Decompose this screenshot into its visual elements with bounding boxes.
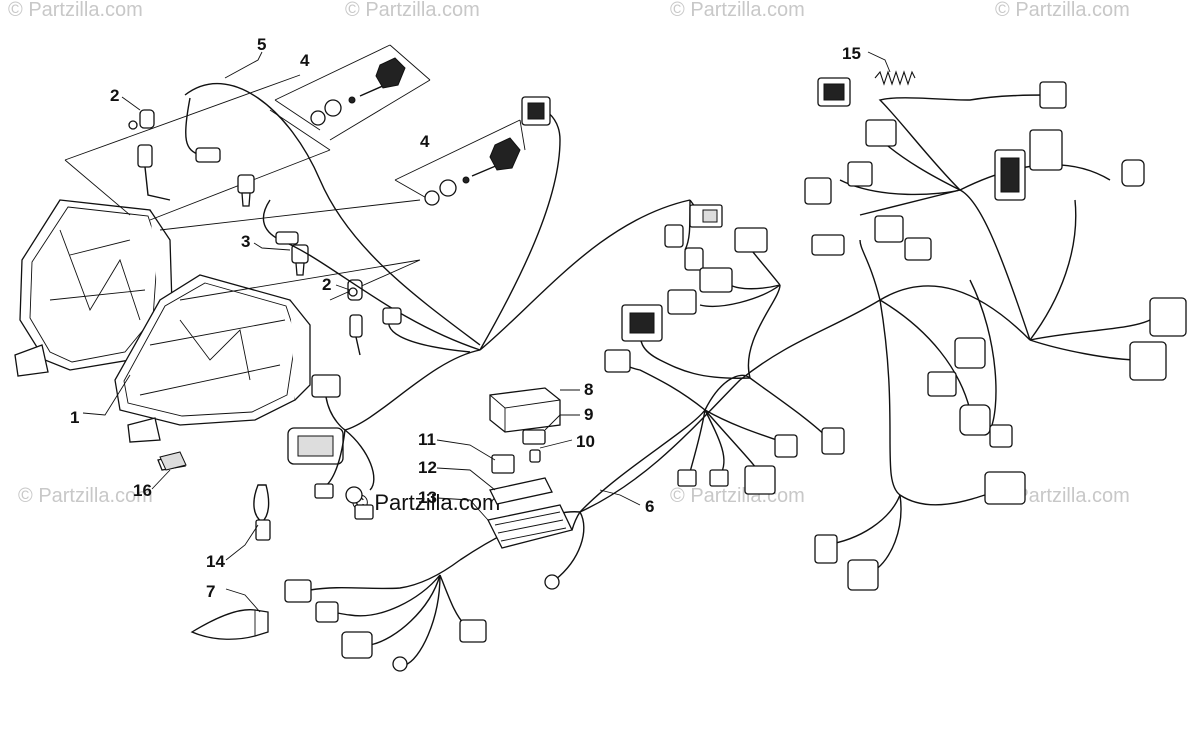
watermark-text: Partzilla.com [38, 485, 152, 507]
connector-set-center [604, 204, 845, 495]
svg-text:© Partzilla.com: © Partzilla.com [8, 0, 143, 21]
callout-2: 2 [110, 86, 119, 105]
callout-11: 11 [418, 430, 436, 449]
watermark-text: Partzilla.com [365, 0, 479, 21]
bulb-lower [291, 244, 309, 276]
callout-6: 6 [645, 497, 654, 516]
watermark-text: Partzilla.com [690, 0, 804, 21]
connector-set-right [804, 77, 1187, 591]
watermark-text: Partzilla.com [1015, 0, 1129, 21]
headlight-left [14, 199, 173, 377]
callout-4: 4 [420, 132, 430, 151]
leader-lines-headlights [64, 44, 526, 301]
bulb-socket-lower [347, 279, 363, 356]
callout-7: 7 [206, 582, 215, 601]
callout-leaders [82, 51, 891, 613]
copyright-icon: © [8, 0, 23, 21]
callout-16: 16 [133, 481, 152, 500]
copyright-icon: © [18, 485, 33, 507]
cable-tie-clip [253, 484, 271, 541]
adhesive-pad [159, 451, 187, 471]
headlight-harness [184, 82, 481, 353]
watermark-text-center: Partzilla.com [374, 490, 500, 515]
callout-9: 9 [584, 405, 593, 424]
watermark-group: © Partzilla.com © Partzilla.com © Partzi… [8, 0, 1130, 515]
svg-text:© Partzilla.com: © Partzilla.com [670, 485, 805, 507]
callout-15: 15 [842, 44, 861, 63]
adjuster-upper [310, 57, 406, 126]
grommet-boot [190, 609, 269, 640]
bulb-upper [237, 174, 255, 207]
copyright-icon: © [670, 0, 685, 21]
copyright-icon: © [670, 485, 685, 507]
callout-5: 5 [257, 35, 266, 54]
connector-block-left [287, 374, 375, 520]
watermark-text: Partzilla.com [690, 485, 804, 507]
svg-text:© Partzilla.com: © Partzilla.com [995, 0, 1130, 21]
relay-fuse-group [487, 387, 581, 549]
bulb-socket-upper [128, 109, 171, 201]
watermark-text: Partzilla.com [28, 0, 142, 21]
svg-text:© Partzilla.com: © Partzilla.com [18, 485, 153, 507]
svg-text:© Partzilla.com: © Partzilla.com [670, 0, 805, 21]
callout-8: 8 [584, 380, 593, 399]
callout-10: 10 [576, 432, 595, 451]
copyright-icon: © [345, 0, 360, 21]
svg-text:© Partzilla.com: © Partzilla.com [345, 0, 480, 21]
watermark-text: Partzilla.com [1015, 485, 1129, 507]
callout-4: 4 [300, 51, 310, 70]
coil-spring [874, 70, 916, 86]
callout-14: 14 [206, 552, 225, 571]
copyright-icon: © [995, 0, 1010, 21]
callout-13: 13 [418, 488, 437, 507]
callout-labels: 1 2 2 3 4 4 5 6 7 8 9 10 11 12 13 14 15 … [70, 35, 861, 601]
callout-12: 12 [418, 458, 437, 477]
connector-set-lower-left [284, 559, 560, 672]
callout-2: 2 [322, 275, 331, 294]
adjuster-lower [424, 137, 521, 206]
callout-3: 3 [241, 232, 250, 251]
callout-1: 1 [70, 408, 79, 427]
